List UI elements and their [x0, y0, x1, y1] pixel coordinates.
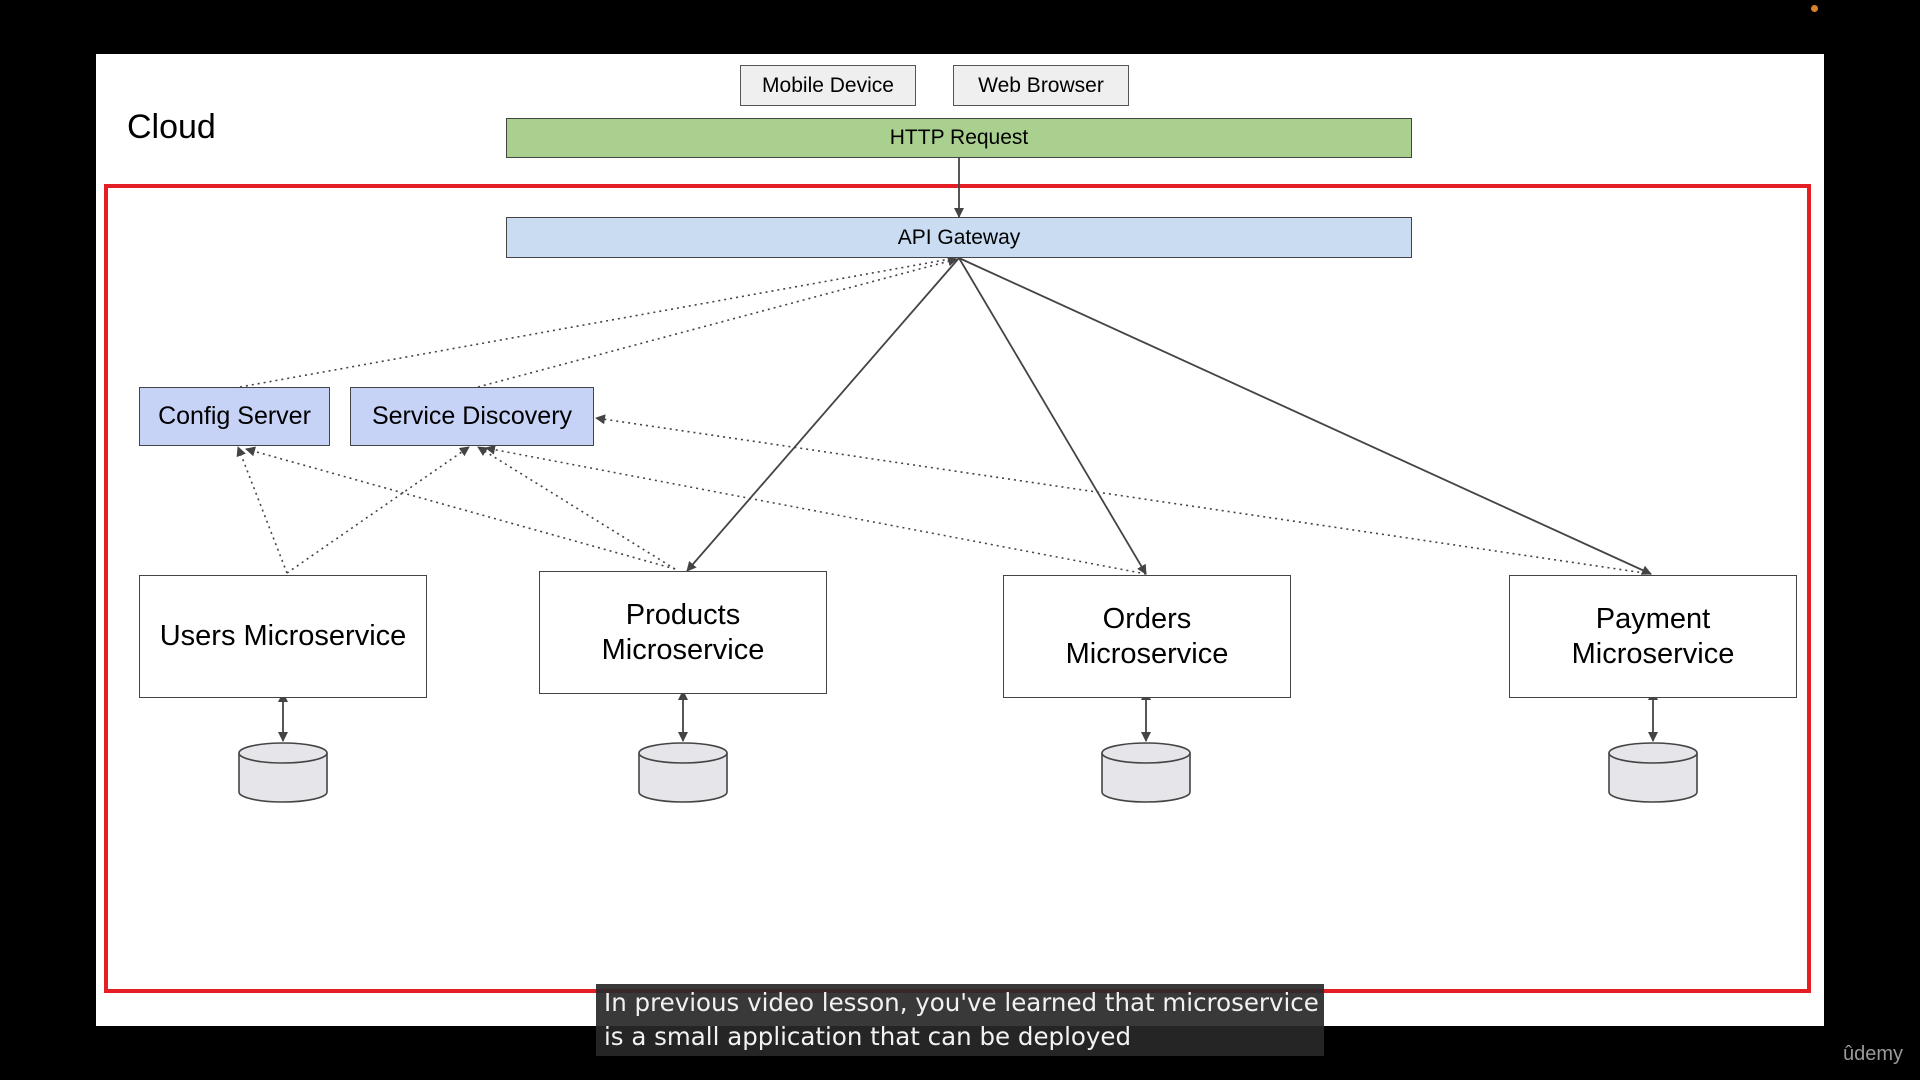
users-microservice-label: Users Microservice [159, 620, 407, 653]
video-subtitle: In previous video lesson, you've learned… [596, 984, 1324, 1056]
orders-database-icon [1101, 742, 1191, 803]
users-database-icon [238, 742, 328, 803]
api-gateway-node: API Gateway [506, 217, 1412, 258]
config-server-node: Config Server [139, 387, 330, 446]
payment-database-icon [1608, 742, 1698, 803]
payment-to-discovery-link [595, 414, 1652, 575]
udemy-logo: ûdemy [1843, 1043, 1904, 1065]
mobile-device-node: Mobile Device [740, 65, 916, 106]
gateway-to-products-arrow [686, 257, 960, 572]
gateway-to-orders-arrow [958, 257, 1147, 575]
subtitle-line-2: is a small application that can be deplo… [604, 1022, 1131, 1051]
payment-microservice-node: Payment Microservice [1509, 575, 1797, 698]
config-to-gateway-link [239, 258, 951, 388]
cloud-label: Cloud [127, 108, 216, 146]
payment-microservice-label: Payment Microservice [1571, 602, 1735, 670]
gateway-to-payment-arrow [958, 257, 1652, 575]
recording-indicator-icon [1811, 5, 1818, 12]
products-database-icon [638, 742, 728, 803]
discovery-to-gateway-link [477, 256, 958, 388]
http-request-bar: HTTP Request [506, 118, 1412, 158]
subtitle-line-1: In previous video lesson, you've learned… [604, 988, 1319, 1017]
web-browser-node: Web Browser [953, 65, 1129, 106]
users-to-discovery-link [286, 446, 470, 574]
users-to-config-link [236, 446, 288, 574]
products-microservice-node: Products Microservice [539, 571, 827, 694]
users-microservice-node: Users Microservice [139, 575, 427, 698]
orders-microservice-label: Orders Microservice [1065, 602, 1229, 670]
orders-to-discovery-link [485, 444, 1147, 575]
orders-microservice-node: Orders Microservice [1003, 575, 1291, 698]
products-to-config-link [245, 446, 676, 570]
products-microservice-label: Products Microservice [601, 598, 765, 666]
products-to-discovery-link [477, 446, 676, 570]
service-discovery-node: Service Discovery [350, 387, 594, 446]
